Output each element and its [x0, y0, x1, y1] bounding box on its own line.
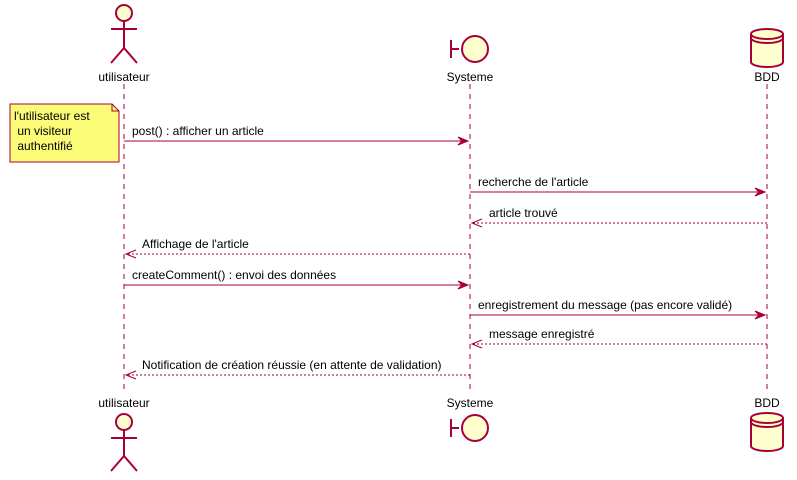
message-5: createComment() : envoi des données — [124, 268, 470, 290]
participant-label-bdd-top: BDD — [754, 70, 780, 84]
participant-label-utilisateur-top: utilisateur — [98, 70, 149, 84]
message-label-3: article trouvé — [489, 206, 558, 220]
message-label-1: post() : afficher un article — [132, 124, 264, 138]
message-label-5: createComment() : envoi des données — [132, 268, 336, 282]
note: l'utilisateur est un visiteur authentifi… — [9, 103, 120, 163]
participant-label-systeme-top: Systeme — [447, 70, 494, 84]
actor-icon — [110, 4, 138, 64]
participant-label-utilisateur-bottom: utilisateur — [98, 396, 149, 410]
participant-label-bdd-bottom: BDD — [754, 396, 780, 410]
participant-label-systeme-bottom: Systeme — [447, 396, 494, 410]
message-label-2: recherche de l'article — [478, 175, 589, 189]
message-7: message enregistré — [470, 327, 767, 349]
message-3: article trouvé — [470, 206, 767, 228]
message-4: Affichage de l'article — [124, 237, 470, 259]
boundary-icon — [450, 35, 489, 63]
actor-icon — [110, 413, 138, 472]
message-6: enregistrement du message (pas encore va… — [470, 298, 767, 320]
database-icon — [750, 28, 784, 68]
note-line-3: authentifié — [14, 139, 73, 153]
message-label-4: Affichage de l'article — [142, 237, 249, 251]
message-2: recherche de l'article — [470, 175, 767, 197]
message-label-8: Notification de création réussie (en att… — [142, 358, 442, 372]
message-1: post() : afficher un article — [124, 124, 470, 146]
message-8: Notification de création réussie (en att… — [124, 358, 470, 380]
boundary-icon — [450, 414, 489, 442]
message-label-7: message enregistré — [489, 327, 595, 341]
note-line-1: l'utilisateur est — [14, 109, 90, 123]
note-line-2: un visiteur — [14, 124, 72, 138]
message-label-6: enregistrement du message (pas encore va… — [478, 298, 732, 312]
database-icon — [750, 412, 784, 452]
